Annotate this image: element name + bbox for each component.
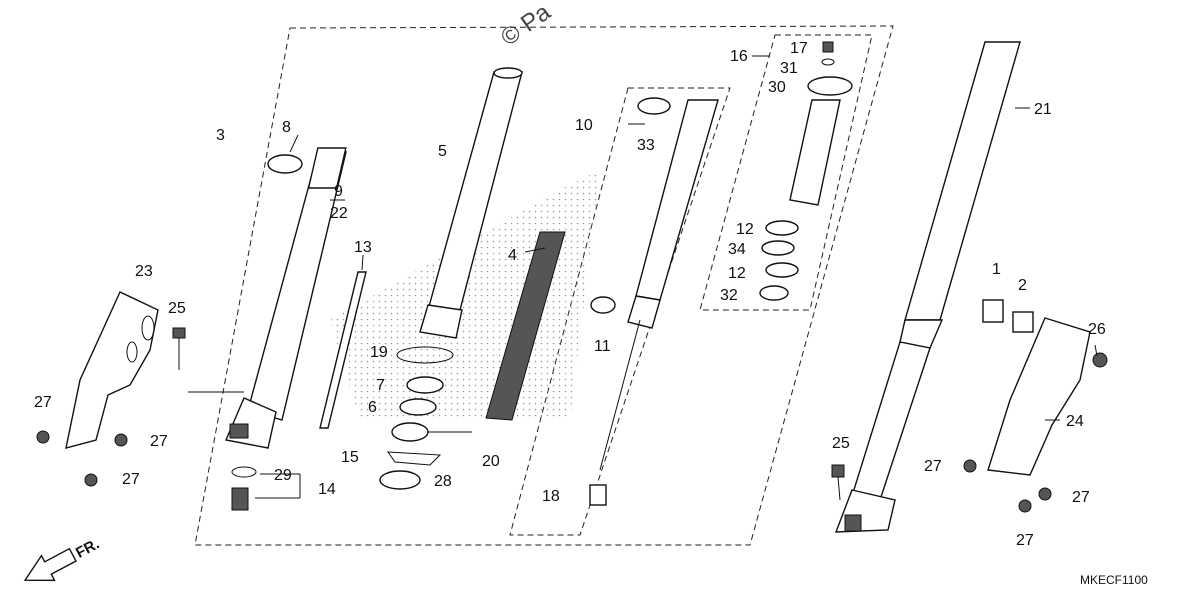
ring-32 [759,285,789,301]
bracket-2 [1012,311,1034,333]
callout-22: 22 [330,205,348,222]
fork-spring-4 [485,231,566,421]
callout-27-b: 27 [150,433,168,450]
ring-6 [399,398,437,416]
clip-15 [386,451,442,466]
callout-20: 20 [482,453,500,470]
callout-labels: 1 2 3 4 5 6 7 8 9 10 11 12 12 13 14 15 1… [34,40,1106,549]
callout-33: 33 [637,137,655,154]
bushing-8 [267,154,303,174]
callout-14: 14 [318,481,336,498]
callout-27-d: 27 [924,458,942,475]
seal-20 [391,422,429,442]
callout-4: 4 [508,247,517,264]
callout-3: 3 [216,127,225,144]
callout-16: 16 [730,48,748,65]
callout-28: 28 [434,473,452,490]
callout-1: 1 [992,261,1001,278]
front-arrow-label: FR. [73,535,102,561]
callout-7: 7 [376,377,385,394]
callout-8: 8 [282,119,291,136]
callout-27-a: 27 [34,394,52,411]
callout-30: 30 [768,79,786,96]
fork-guard-left [65,291,159,449]
callout-25-b: 25 [832,435,850,452]
fork-assembly-right [834,41,1021,533]
callout-6: 6 [368,399,377,416]
base-valve-16 [789,41,853,206]
callout-26: 26 [1088,321,1106,338]
fork-guard-right [987,317,1091,476]
callout-21: 21 [1034,101,1052,118]
callout-25-a: 25 [168,300,186,317]
screw-27-b [114,433,128,447]
ring-33 [637,97,671,115]
callout-10: 10 [575,117,593,134]
leader-lines [188,55,1098,499]
valve-group-boundary [699,34,873,311]
copyright-watermark: © Pa [496,0,556,52]
screw-27-d [963,459,977,473]
screw-27-e [1038,487,1052,501]
screw-27-c [84,473,98,487]
o-ring-29 [231,466,257,478]
dust-seal-28 [379,470,421,490]
callout-12-a: 12 [736,221,754,238]
ring-12-a [765,220,799,236]
callout-17: 17 [790,40,808,57]
callout-29: 29 [274,467,292,484]
callout-5: 5 [438,143,447,160]
callout-31: 31 [780,60,798,77]
bracket-1 [982,299,1004,323]
callout-32: 32 [720,287,738,304]
damper-cartridge-10 [589,99,719,506]
valve-14 [231,487,249,511]
bolt-26 [1092,352,1108,368]
ring-7 [406,376,444,394]
ring-12-b [765,262,799,278]
clip-19 [396,346,454,364]
ring-11 [590,296,616,314]
callout-27-e: 27 [1072,489,1090,506]
ring-34 [761,240,795,256]
spring-shading [330,170,600,420]
diagram-code: MKECF1100 [1080,573,1148,587]
callout-12-b: 12 [728,265,746,282]
callout-9: 9 [334,183,343,200]
callout-15: 15 [341,449,359,466]
callout-18: 18 [542,488,560,505]
screw-27-a [36,430,50,444]
front-arrow-icon [23,547,77,582]
bolt-25-left [172,327,186,370]
rod-13 [319,271,367,429]
inner-tube-5 [419,67,523,339]
nut-18 [589,484,607,506]
fork-assembly-boundary [194,25,894,546]
callout-34: 34 [728,241,746,258]
bolt-25-right [831,464,845,478]
front-direction-indicator: FR. [23,535,102,582]
callout-23: 23 [135,263,153,280]
callout-27-f: 27 [1016,532,1034,549]
callout-24: 24 [1066,413,1084,430]
outer-tube-left [225,147,347,449]
damper-group-boundary [509,87,731,536]
callout-2: 2 [1018,277,1027,294]
callout-11: 11 [594,338,611,355]
callout-19: 19 [370,344,388,361]
callout-13: 13 [354,239,372,256]
watermark-text: © Pa [496,0,556,52]
screw-27-f [1018,499,1032,513]
callout-27-c: 27 [122,471,140,488]
